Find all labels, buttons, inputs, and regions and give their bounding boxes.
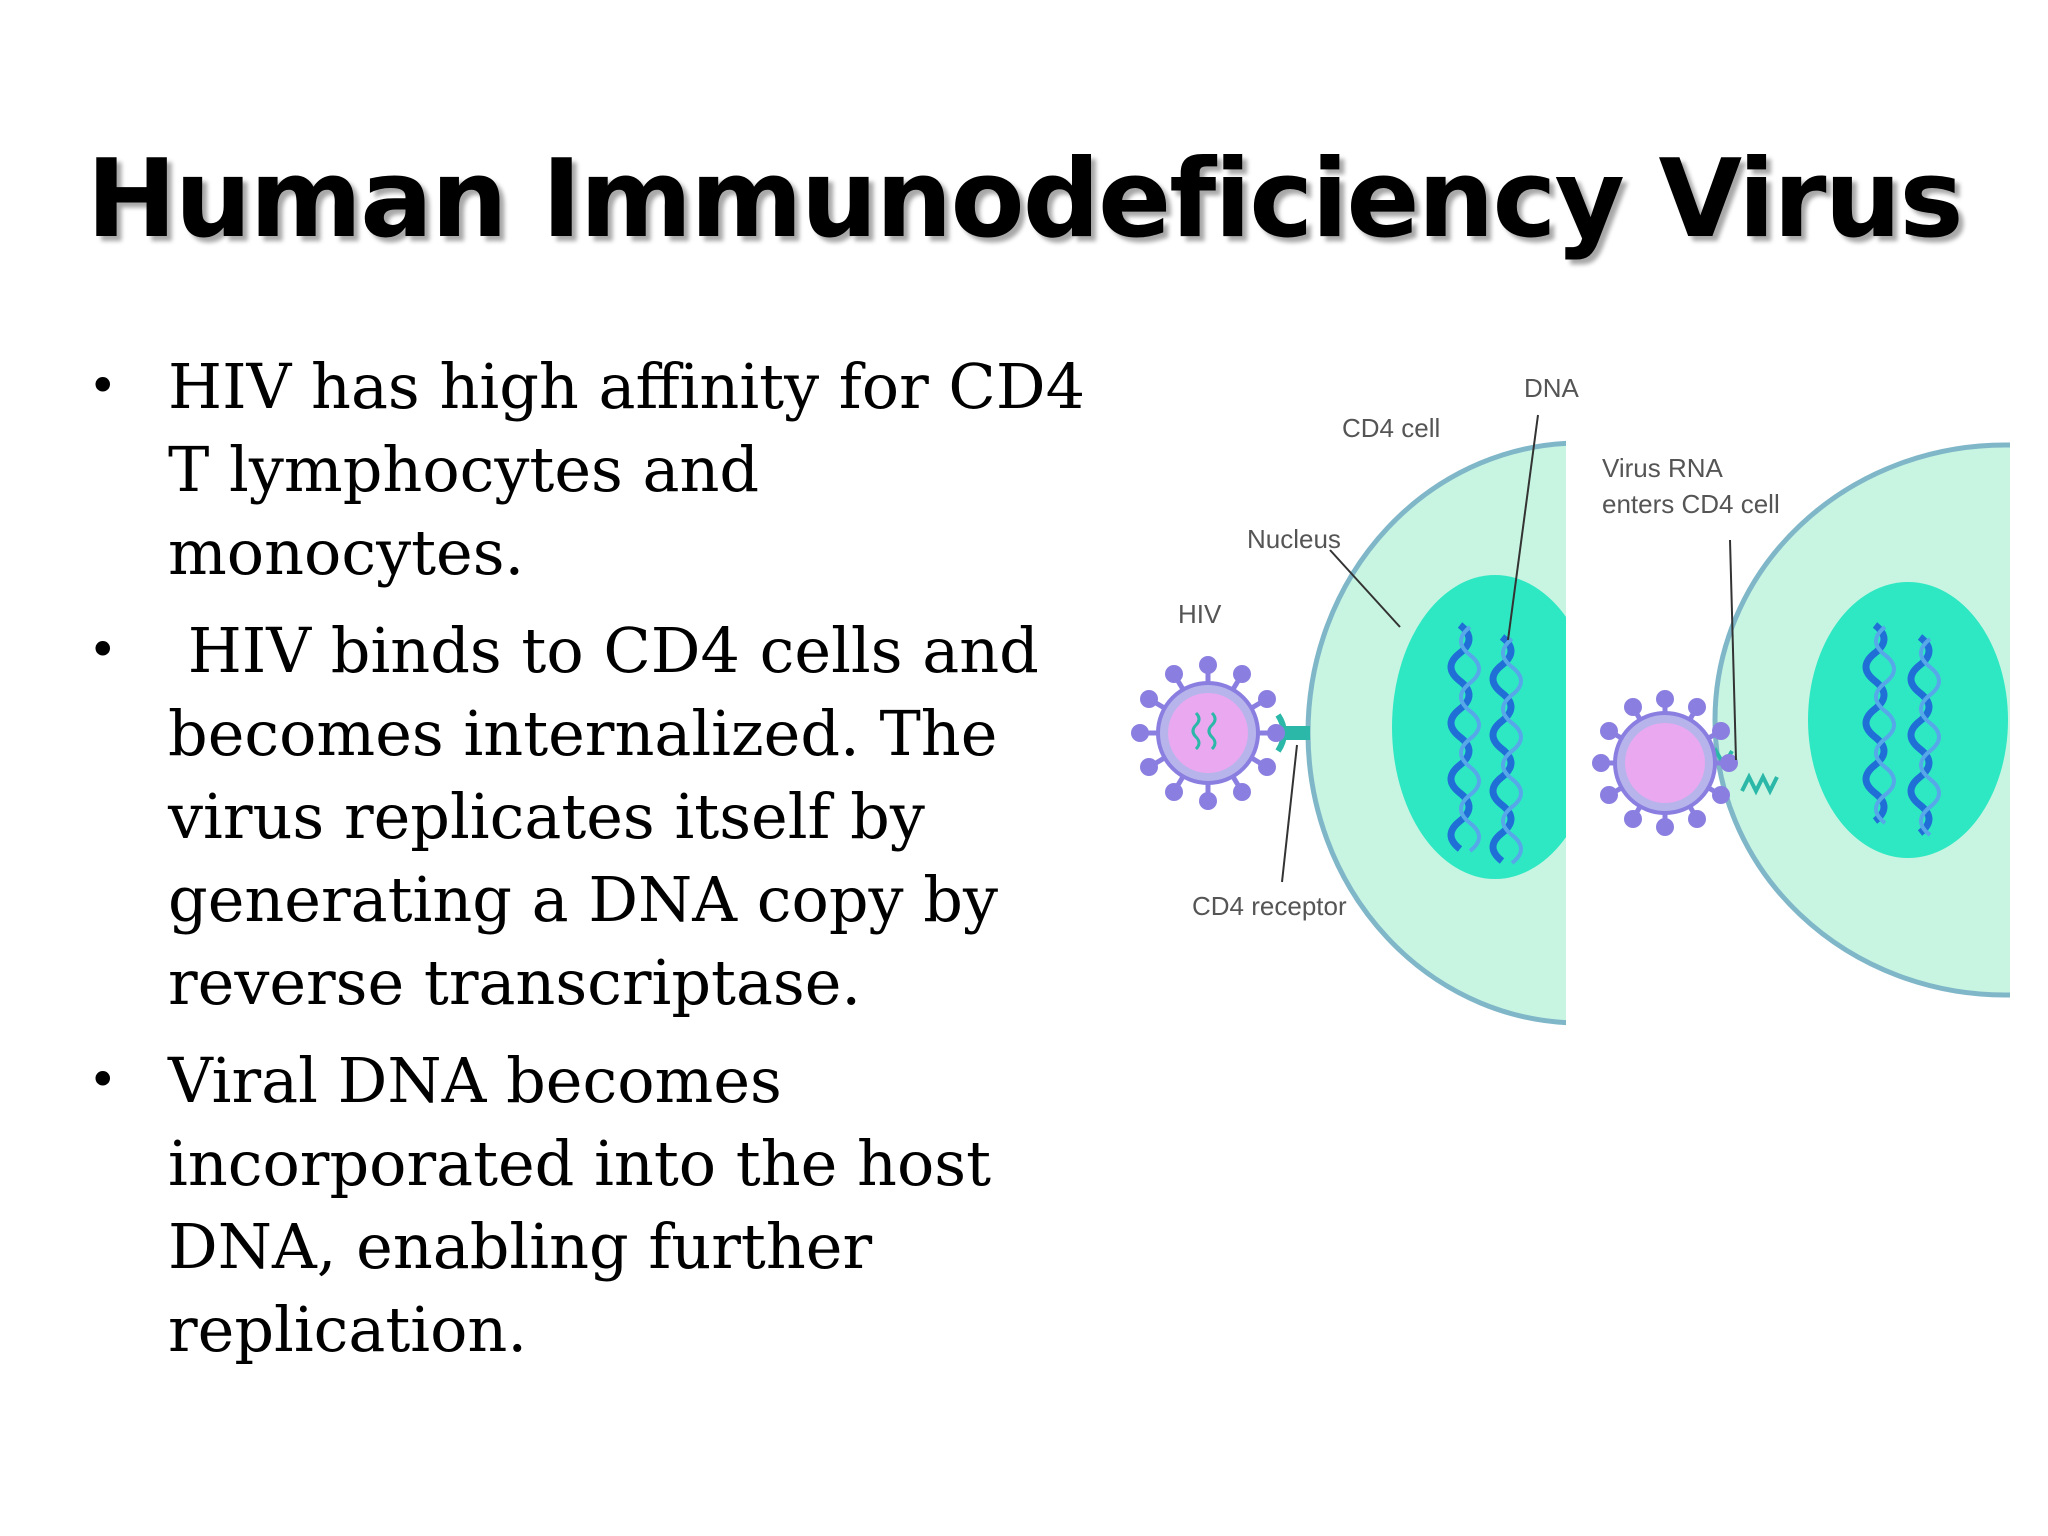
- dna-strand: [1489, 634, 1515, 864]
- label-nucleus: Nucleus: [1247, 524, 1341, 554]
- label-dna: DNA: [1524, 373, 1580, 403]
- bullet-text: Viral DNA becomes incorporated into the …: [168, 1044, 992, 1366]
- hiv-infection-diagram: DNA CD4 cell Nucleus HIV CD4 receptor Vi…: [1131, 373, 2010, 1026]
- hiv-virion: [1592, 690, 1738, 836]
- bullet-item: • Viral DNA becomes incorporated into th…: [88, 1039, 1108, 1371]
- bullet-dot: •: [88, 1051, 118, 1109]
- dna-strand: [1874, 625, 1896, 825]
- dna-strand: [1501, 637, 1523, 865]
- label-cd4-receptor: CD4 receptor: [1192, 891, 1347, 921]
- bullet-text: HIV binds to CD4 cells and becomes inter…: [168, 614, 1059, 1019]
- cd4-receptor: [1282, 726, 1310, 740]
- label-virus-rna: Virus RNA: [1602, 453, 1724, 483]
- bullet-dot: •: [88, 621, 118, 679]
- dna-strand: [1447, 622, 1473, 852]
- bullet-text: HIV has high affinity for CD4 T lymphocy…: [168, 350, 1086, 589]
- bullet-item: • HIV binds to CD4 cells and becomes int…: [88, 609, 1108, 1024]
- dna-strand: [1907, 634, 1933, 836]
- label-cd4-cell: CD4 cell: [1342, 413, 1440, 443]
- left-panel: [1305, 440, 1566, 1026]
- dna-strand: [1919, 637, 1941, 837]
- bullet-dot: •: [88, 357, 118, 415]
- label-hiv: HIV: [1178, 599, 1222, 629]
- label-virus-rna-enters: enters CD4 cell: [1602, 489, 1780, 519]
- leader-lines: [1281, 414, 1737, 883]
- dna-strand: [1862, 622, 1888, 824]
- dna-strand: [1459, 625, 1481, 853]
- hiv-virion: [1131, 656, 1285, 810]
- slide-title: Human Immunodeficiency Virus: [86, 137, 1963, 262]
- right-panel: [1706, 442, 2010, 998]
- nucleus: [1808, 582, 2008, 858]
- bullet-list: • HIV has high affinity for CD4 T lympho…: [88, 345, 1108, 1386]
- bullet-item: • HIV has high affinity for CD4 T lympho…: [88, 345, 1108, 594]
